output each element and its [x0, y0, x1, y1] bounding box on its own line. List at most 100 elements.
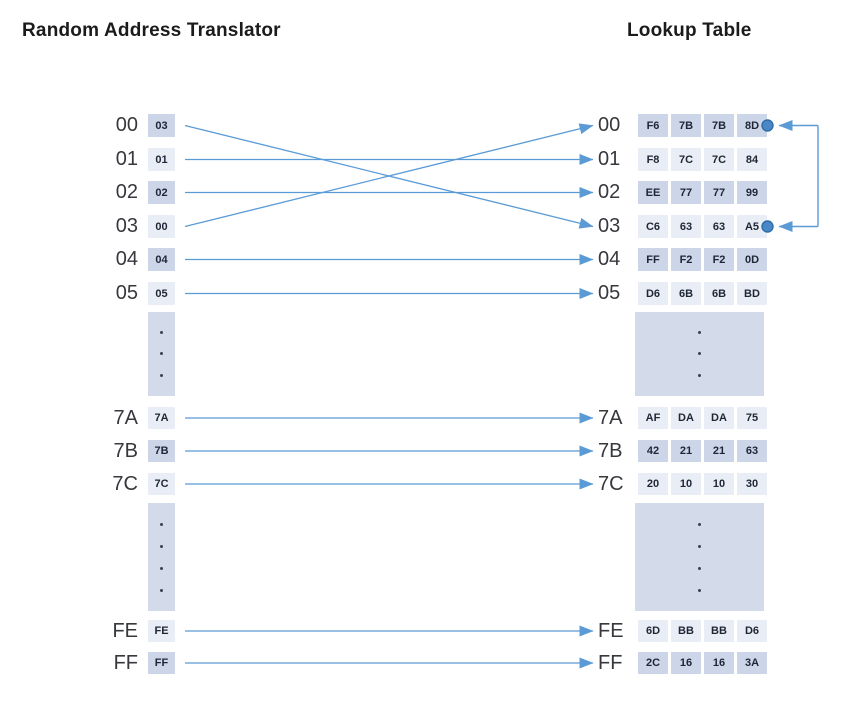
lookup-cell: C6 — [638, 215, 668, 238]
lookup-address: 01 — [598, 148, 621, 170]
lookup-cell: 3A — [737, 652, 767, 674]
translator-address: 02 — [115, 181, 138, 203]
translator-value-cell: FE — [148, 620, 175, 642]
translator-title: Random Address Translator — [22, 20, 281, 41]
lookup-cell: 63 — [704, 215, 734, 238]
lookup-cell: DA — [704, 407, 734, 429]
lookup-row-7C: 7C 20 10 10 30 — [598, 473, 767, 495]
translator-value-cell: 7C — [148, 473, 175, 495]
translator-value-cell: 03 — [148, 114, 175, 137]
translator-row-7B: 7B 7B — [0, 440, 220, 462]
lookup-row-FF: FF 2C 16 16 3A — [598, 652, 767, 674]
ellipsis-dot — [698, 544, 701, 548]
lookup-cell: BD — [737, 282, 767, 305]
lookup-cell: 77 — [704, 181, 734, 204]
lookup-address: 04 — [598, 248, 621, 270]
ellipsis-dot — [160, 352, 163, 356]
lookup-cell: 7C — [704, 148, 734, 171]
lookup-address: FF — [598, 651, 623, 674]
lookup-cell: 6B — [704, 282, 734, 305]
translator-address: 7B — [113, 439, 138, 462]
translator-address: 7C — [112, 472, 138, 495]
lookup-cell: 21 — [671, 440, 701, 462]
lookup-cell: F6 — [638, 114, 668, 137]
translator-ellipsis-lower — [148, 503, 175, 611]
translator-address: 7A — [113, 406, 138, 429]
lookup-address: 03 — [598, 215, 621, 237]
lookup-cell: 75 — [737, 407, 767, 429]
lookup-cell: A5 — [737, 215, 767, 238]
lookup-cell: 99 — [737, 181, 767, 204]
lookup-title: Lookup Table — [627, 20, 752, 41]
translator-row-7C: 7C 7C — [0, 473, 220, 495]
translator-value-cell: 7A — [148, 407, 175, 429]
translator-value-cell: 05 — [148, 282, 175, 305]
translator-address: 01 — [115, 148, 138, 170]
lookup-cell: 21 — [704, 440, 734, 462]
lookup-ellipsis-upper — [635, 312, 764, 396]
translator-row-FF: FF FF — [0, 652, 220, 674]
ellipsis-dot — [698, 352, 701, 356]
translator-value-cell: 02 — [148, 181, 175, 204]
translator-value-cell: 00 — [148, 215, 175, 238]
lookup-row-00: 00 F6 7B 7B 8D — [598, 114, 767, 137]
lookup-cell: 10 — [704, 473, 734, 495]
lookup-cell: 7C — [671, 148, 701, 171]
lookup-cell: BB — [704, 620, 734, 642]
lookup-row-7A: 7A AF DA DA 75 — [598, 407, 767, 429]
lookup-cell: AF — [638, 407, 668, 429]
translator-value-cell: 01 — [148, 148, 175, 171]
lookup-row-04: 04 FF F2 F2 0D — [598, 248, 767, 271]
lookup-cell: 16 — [704, 652, 734, 674]
lookup-cell: 63 — [737, 440, 767, 462]
lookup-cell: 20 — [638, 473, 668, 495]
lookup-cell: 7B — [671, 114, 701, 137]
lookup-cell: 77 — [671, 181, 701, 204]
translator-ellipsis-upper — [148, 312, 175, 396]
translator-address: FF — [113, 651, 138, 674]
translator-row-04: 04 04 — [0, 248, 220, 271]
translator-address: 03 — [115, 215, 138, 237]
ellipsis-dot — [160, 588, 163, 592]
translator-value-cell: 04 — [148, 248, 175, 271]
lookup-cell: BB — [671, 620, 701, 642]
ellipsis-dot — [698, 373, 701, 377]
lookup-cell: DA — [671, 407, 701, 429]
translator-row-00: 00 03 — [0, 114, 220, 137]
lookup-cell: 84 — [737, 148, 767, 171]
lookup-cell: 0D — [737, 248, 767, 271]
lookup-cell: 16 — [671, 652, 701, 674]
lookup-address: 7C — [598, 472, 624, 495]
lookup-cell: 7B — [704, 114, 734, 137]
translator-value-cell: FF — [148, 652, 175, 674]
lookup-row-7B: 7B 42 21 21 63 — [598, 440, 767, 462]
ellipsis-dot — [160, 373, 163, 377]
translator-address: FE — [112, 619, 138, 642]
lookup-row-01: 01 F8 7C 7C 84 — [598, 148, 767, 171]
ellipsis-dot — [160, 522, 163, 526]
lookup-cell: 42 — [638, 440, 668, 462]
lookup-row-FE: FE 6D BB BB D6 — [598, 620, 767, 642]
ellipsis-dot — [698, 566, 701, 570]
arrow-00-to-03 — [184, 124, 594, 229]
translator-row-03: 03 00 — [0, 215, 220, 238]
lookup-ellipsis-lower — [635, 503, 764, 611]
lookup-cell: 30 — [737, 473, 767, 495]
lookup-cell: 8D — [737, 114, 767, 137]
lookup-cell: F2 — [671, 248, 701, 271]
lookup-address: 7A — [598, 406, 623, 429]
lookup-row-02: 02 EE 77 77 99 — [598, 181, 767, 204]
lookup-cell: FF — [638, 248, 668, 271]
lookup-cell: D6 — [638, 282, 668, 305]
translator-row-02: 02 02 — [0, 181, 220, 204]
translator-address: 04 — [115, 248, 138, 270]
ellipsis-dot — [698, 588, 701, 592]
ellipsis-dot — [160, 566, 163, 570]
ellipsis-dot — [698, 331, 701, 335]
arrow-03-to-00 — [184, 123, 594, 228]
lookup-address: 00 — [598, 114, 621, 136]
lookup-cell: EE — [638, 181, 668, 204]
lookup-address: 05 — [598, 282, 621, 304]
translator-address: 00 — [115, 114, 138, 136]
